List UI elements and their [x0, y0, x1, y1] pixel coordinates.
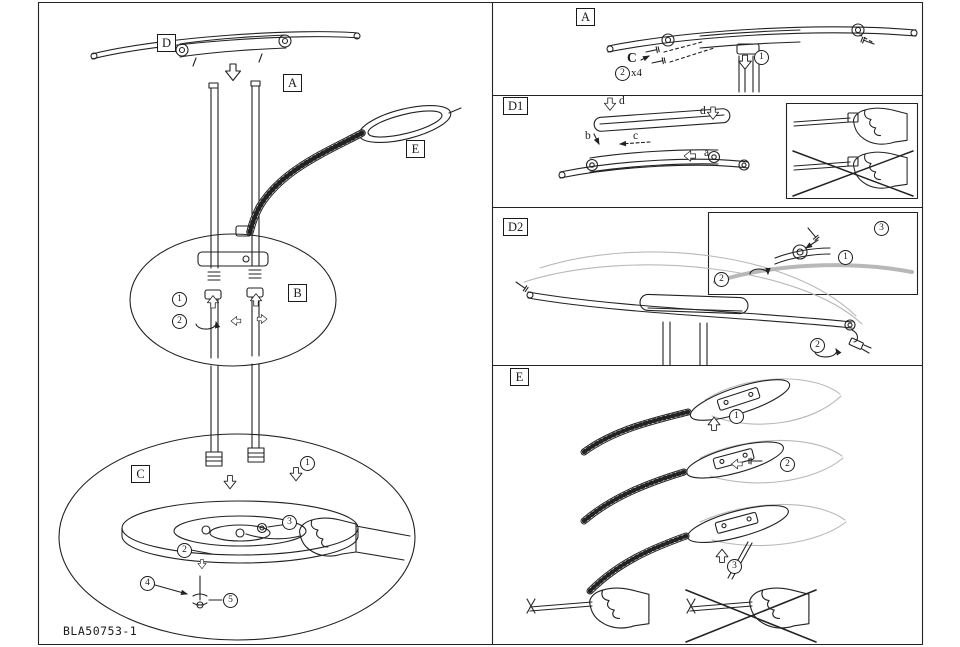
step-badge: 3	[282, 515, 297, 530]
step-badge: 4	[140, 576, 155, 591]
step-badge: 3	[727, 559, 742, 574]
panel-frames	[37, 1, 924, 646]
direction-letter-c: c	[633, 130, 639, 142]
panel-d1-label: D1	[503, 97, 529, 115]
step-badge: 2	[177, 543, 192, 558]
direction-arrows	[197, 54, 752, 569]
callout-a: A	[283, 74, 303, 92]
direction-letter-d: d	[619, 95, 625, 107]
step-badge: 2	[810, 338, 825, 353]
screw-mark-c: C	[627, 50, 637, 65]
direction-letter-b: b	[585, 130, 591, 142]
step-badge: 2	[172, 314, 187, 329]
step-badge: 1	[729, 409, 744, 424]
callout-b: B	[288, 284, 307, 302]
step-badge: 1	[300, 456, 315, 471]
panel-a-illustration	[606, 23, 918, 93]
step-badge: 1	[172, 292, 187, 307]
panel-a-label: A	[576, 8, 596, 26]
panel-d2-label: D2	[503, 218, 529, 236]
direction-letter-d: d	[700, 105, 706, 117]
main-illustration	[58, 31, 462, 641]
callout-d: D	[157, 34, 177, 52]
callout-c: C	[131, 465, 150, 483]
panel-d2-illustration	[515, 227, 914, 366]
callout-e: E	[406, 140, 425, 158]
step-badge: 1	[754, 50, 769, 65]
screw-quantity: x4	[631, 67, 642, 79]
step-badge: 2	[615, 66, 630, 81]
panel-d1-illustration	[558, 107, 914, 197]
step-badge: 3	[874, 221, 889, 236]
step-badge: 5	[223, 593, 238, 608]
direction-letter-a: a	[704, 147, 710, 159]
part-number: BLA50753-1	[63, 624, 138, 638]
panel-e-label: E	[510, 368, 529, 386]
step-badge: 2	[780, 457, 795, 472]
panel-e-illustration	[526, 378, 847, 643]
step-badge: 2	[714, 272, 729, 287]
step-badge: 1	[838, 250, 853, 265]
